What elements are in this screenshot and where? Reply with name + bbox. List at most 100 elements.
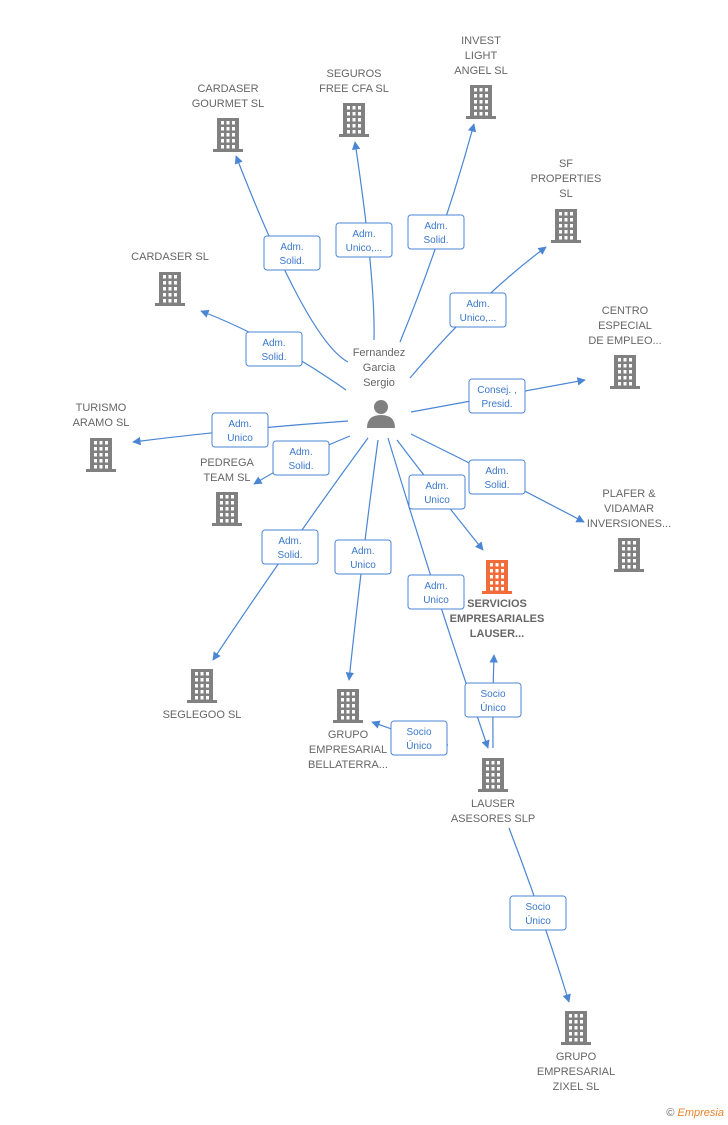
node-label: PLAFER &VIDAMARINVERSIONES... bbox=[587, 488, 671, 530]
edge-label-text: Adm. bbox=[262, 338, 285, 349]
edge-label-text: Unico bbox=[423, 595, 449, 606]
edge-label-text: Adm. bbox=[228, 419, 251, 430]
copyright-symbol: © bbox=[666, 1107, 675, 1119]
edge-label-text: Solid. bbox=[484, 480, 509, 491]
building-icon bbox=[478, 758, 508, 792]
building-icon bbox=[86, 438, 116, 472]
edge-label-text: Solid. bbox=[288, 461, 313, 472]
node-seguros-free[interactable]: SEGUROS FREE CFA SL bbox=[319, 68, 389, 137]
edge-label-plafer[interactable]: Adm. Solid. bbox=[468, 459, 526, 495]
node-label-line: GRUPO bbox=[328, 729, 369, 741]
edge-cardaser_gourmet bbox=[234, 155, 349, 363]
edge-label-invest_light[interactable]: Adm.Solid. bbox=[407, 214, 465, 250]
node-cardaser-sl[interactable]: CARDASER SL bbox=[131, 251, 209, 306]
node-label-line: SERVICIOS bbox=[467, 598, 527, 610]
edge-label-text: Adm. bbox=[289, 447, 312, 458]
edge-label-sf_properties[interactable]: Adm.Unico,... bbox=[449, 292, 507, 328]
edge-label-text: Adm. bbox=[351, 546, 374, 557]
node-label-line: LAUSER... bbox=[470, 628, 524, 640]
node-label-line: PROPERTIES bbox=[531, 173, 602, 185]
node-label-line: FREE CFA SL bbox=[319, 83, 389, 95]
building-icon bbox=[333, 689, 363, 723]
edge-label-box bbox=[263, 235, 321, 271]
edge-label-box bbox=[245, 331, 303, 367]
edge-label-text: Unico bbox=[350, 560, 376, 571]
building-icon bbox=[610, 355, 640, 389]
brand-name: Empresia bbox=[677, 1107, 724, 1119]
node-label: SEGUROS FREE CFA SL bbox=[319, 68, 389, 95]
node-label-line: LIGHT bbox=[465, 50, 498, 62]
node-label-line: CARDASER bbox=[197, 83, 258, 95]
node-grupo-bellaterra[interactable]: GRUPOEMPRESARIALBELLATERRA... bbox=[308, 689, 388, 771]
edge-label-grupo_bellaterra[interactable]: Adm. Unico bbox=[334, 539, 392, 575]
node-label-line: EMPRESARIAL bbox=[309, 744, 387, 756]
edge-label-box bbox=[407, 574, 465, 610]
node-turismo-aramo[interactable]: TURISMO ARAMO SL bbox=[73, 402, 130, 472]
edge-label-cardaser_gourmet[interactable]: Adm.Solid. bbox=[263, 235, 321, 271]
edge-label-text: Solid. bbox=[277, 550, 302, 561]
node-plafer[interactable]: PLAFER &VIDAMARINVERSIONES... bbox=[587, 488, 671, 572]
edge-label-box bbox=[468, 378, 526, 414]
building-icon bbox=[339, 103, 369, 137]
node-servicios[interactable]: SERVICIOSEMPRESARIALESLAUSER... bbox=[450, 560, 545, 640]
node-label: SEGLEGOO SL bbox=[163, 709, 242, 721]
node-label: SERVICIOSEMPRESARIALESLAUSER... bbox=[450, 598, 545, 640]
node-label-line: TURISMO bbox=[76, 402, 127, 414]
node-label: CARDASER SL bbox=[131, 251, 209, 263]
edge-label-text: Adm. bbox=[485, 466, 508, 477]
building-icon bbox=[614, 538, 644, 572]
edge-label-seguros_free[interactable]: Adm.Unico,... bbox=[335, 222, 393, 258]
node-label-line: ARAMO SL bbox=[73, 417, 130, 429]
edge-label-cardaser_sl[interactable]: Adm.Solid. bbox=[245, 331, 303, 367]
edge-label-box bbox=[468, 459, 526, 495]
edge-label-box bbox=[211, 412, 269, 448]
node-label-line: Garcia bbox=[363, 362, 396, 374]
building-icon bbox=[551, 209, 581, 243]
building-icon bbox=[561, 1011, 591, 1045]
edge-label-turismo_aramo[interactable]: Adm. Unico bbox=[211, 412, 269, 448]
edge-label-box bbox=[464, 682, 522, 718]
node-label-line: ESPECIAL bbox=[598, 320, 652, 332]
node-label-line: ANGEL SL bbox=[454, 65, 507, 77]
edge-label-text: Único bbox=[480, 701, 506, 714]
edge-label-text: Socio bbox=[480, 689, 505, 700]
edge-label-pedrega_team[interactable]: Adm. Solid. bbox=[272, 440, 330, 476]
node-label-line: SEGUROS bbox=[326, 68, 381, 80]
edge-label-box bbox=[261, 529, 319, 565]
edge-label-text: Adm. bbox=[425, 481, 448, 492]
node-seglegoo[interactable]: SEGLEGOO SL bbox=[163, 669, 242, 721]
edge-label-text: Socio bbox=[406, 727, 431, 738]
edge-label-servicios[interactable]: Adm.Unico bbox=[408, 474, 466, 510]
node-label-line: Fernandez bbox=[353, 347, 406, 359]
edge-label-text: Adm. bbox=[424, 221, 447, 232]
footer-brand[interactable]: © Empresia bbox=[666, 1107, 724, 1119]
edge-label-centro_especial[interactable]: Consej. ,Presid. bbox=[468, 378, 526, 414]
node-label-line: ZIXEL SL bbox=[553, 1081, 600, 1093]
building-icon bbox=[212, 492, 242, 526]
edge-label-box bbox=[408, 474, 466, 510]
edge-label-box bbox=[272, 440, 330, 476]
edge-label-seglegoo[interactable]: Adm.Solid. bbox=[261, 529, 319, 565]
edge-label-lauser_asesores[interactable]: Adm.Unico bbox=[407, 574, 465, 610]
edge-label-text: Unico,... bbox=[346, 243, 383, 254]
edge-seguros_free bbox=[351, 141, 375, 341]
edge-label-text: Unico bbox=[227, 433, 253, 444]
node-label-line: EMPRESARIAL bbox=[537, 1066, 615, 1078]
